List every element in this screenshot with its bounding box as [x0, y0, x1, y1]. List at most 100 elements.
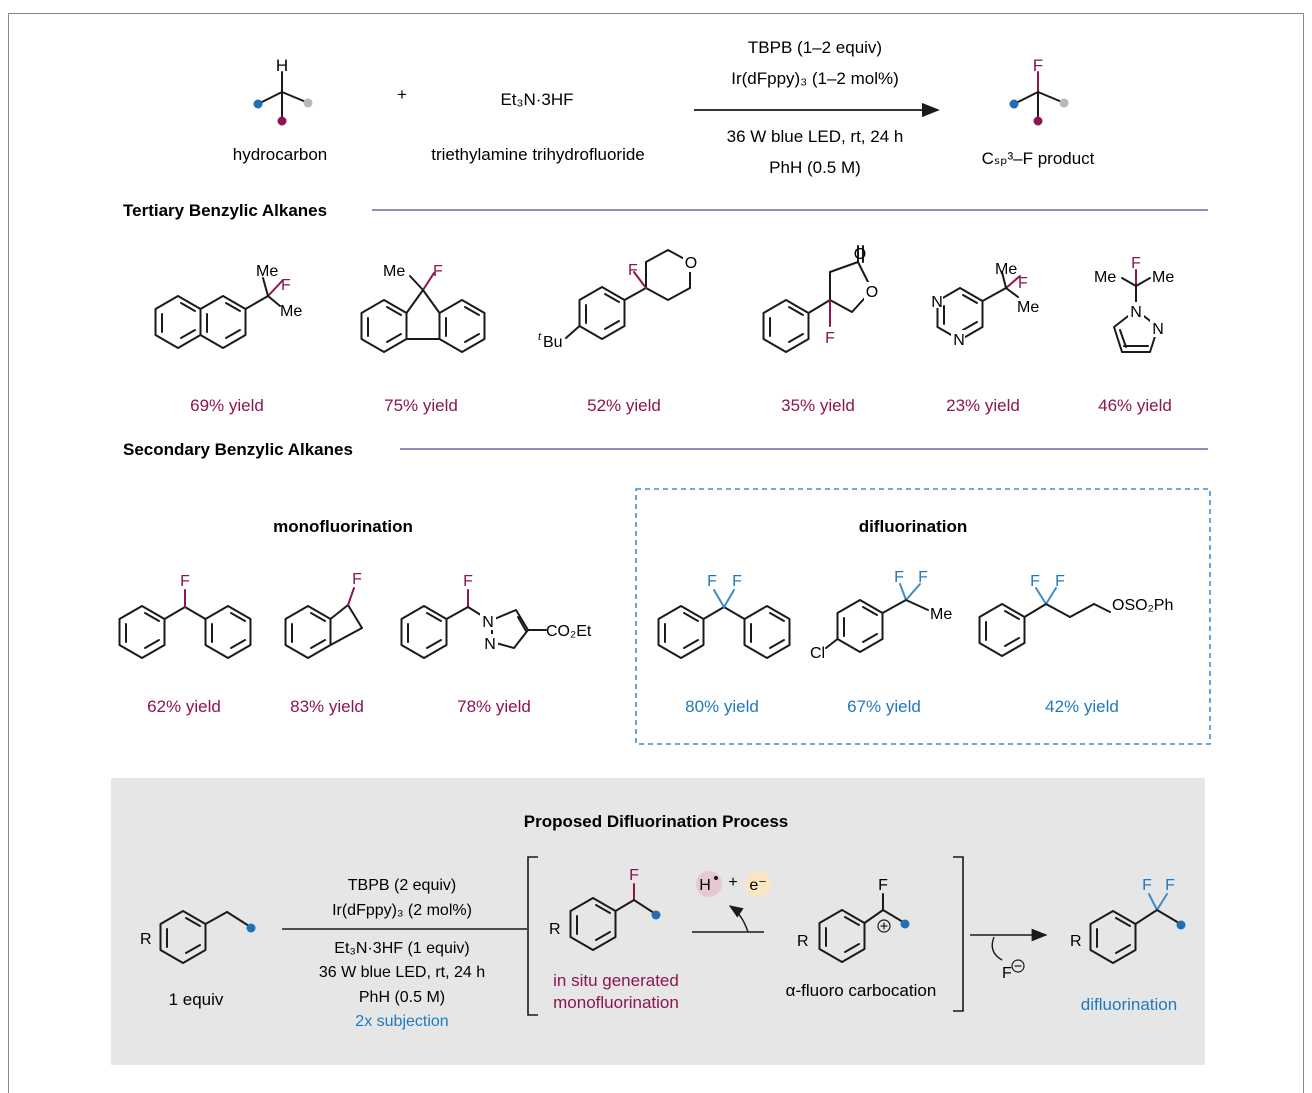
final-label: difluorination	[1081, 995, 1177, 1014]
monofluorinated-intermediate: F R	[549, 867, 661, 951]
fluorine-label: F	[629, 867, 639, 884]
indane-structure: F	[284, 571, 363, 659]
process-title: Proposed Difluorination Process	[524, 812, 789, 831]
process-condition: Et₃N·3HF (1 equiv)	[334, 940, 469, 957]
tert-prefix: t	[538, 331, 542, 343]
yield-label: 23% yield	[946, 396, 1020, 415]
methyl-label: Me	[256, 263, 278, 280]
naphthalene-structure: Me F Me	[154, 263, 302, 349]
hydrocarbon-structure: H	[253, 56, 313, 126]
difluorinated-product-structure: F F R	[1070, 877, 1186, 964]
blue-substituent-dot	[651, 910, 661, 920]
difluorination-heading: difluorination	[859, 517, 968, 536]
process-condition: PhH (0.5 M)	[359, 989, 445, 1006]
fluorine-label: F	[352, 571, 362, 588]
fluorine-label: F	[281, 277, 291, 294]
fluorine-label: F	[894, 569, 904, 586]
hydrogen-radical: H	[699, 877, 711, 894]
yield-label: 83% yield	[290, 697, 364, 716]
intermediate-label: in situ generated	[553, 971, 679, 990]
gray-substituent-dot	[1059, 98, 1069, 108]
r-group-label: R	[797, 933, 809, 950]
tetrahydropyran-structure: O F t Bu	[538, 249, 699, 351]
condition-light: 36 W blue LED, rt, 24 h	[727, 127, 904, 146]
nitrogen-label: N	[953, 332, 965, 349]
r-group-label: R	[549, 921, 561, 938]
pyrazole-structure: N N F Me Me	[1094, 255, 1174, 353]
blue-substituent-dot	[253, 99, 263, 109]
fluoride-curve	[991, 936, 1003, 961]
fluorine-label: F	[433, 263, 443, 280]
product-fluorine: F	[1033, 56, 1043, 75]
difluorination-box	[635, 488, 1211, 745]
fluorine-label: F	[1055, 573, 1065, 590]
ester-label: CO₂Et	[546, 623, 592, 640]
methyl-label: Me	[1017, 299, 1039, 316]
fluoro-carbocation-structure: F R	[797, 877, 910, 963]
blue-substituent-dot	[1009, 99, 1019, 109]
methyl-label: Me	[1152, 269, 1174, 286]
plus-sign: +	[397, 85, 407, 104]
fluorine-label: F	[463, 573, 473, 590]
methyl-label: Me	[280, 303, 302, 320]
left-bracket	[527, 856, 538, 1016]
oxygen-label: O	[866, 284, 878, 301]
condition-tbpb: TBPB (1–2 equiv)	[748, 38, 882, 57]
gray-substituent-dot	[303, 98, 313, 108]
fluorine-label: F	[1018, 275, 1028, 292]
magenta-substituent-dot	[1033, 116, 1043, 126]
monofluorination-heading: monofluorination	[273, 517, 413, 536]
yield-label: 46% yield	[1098, 396, 1172, 415]
tertiary-heading: Tertiary Benzylic Alkanes	[123, 201, 327, 220]
blue-substituent-dot	[900, 919, 910, 929]
plus-sign: +	[728, 874, 737, 891]
fluoride-label: F	[1002, 965, 1012, 982]
methyl-label: Me	[995, 261, 1017, 278]
starting-material-structure: R	[140, 910, 256, 964]
chlorine-label: Cl	[810, 645, 825, 662]
fluorine-label: F	[1030, 573, 1040, 590]
methyl-label: Me	[1094, 269, 1116, 286]
yield-label: 69% yield	[190, 396, 264, 415]
tert-butyl-label: Bu	[543, 334, 563, 351]
subjection-note: 2x subjection	[355, 1013, 448, 1030]
yield-label: 52% yield	[587, 396, 661, 415]
secondary-heading: Secondary Benzylic Alkanes	[123, 440, 353, 459]
negative-charge-icon	[1011, 959, 1025, 973]
nitrogen-label: N	[482, 614, 494, 631]
fluorine-label: F	[1165, 877, 1175, 894]
intermediate-label: monofluorination	[553, 993, 679, 1012]
product-label: Cₛₚ³–F product	[982, 149, 1095, 168]
product-structure: F	[1009, 56, 1069, 126]
lactone-structure: O O F	[762, 245, 880, 353]
electron-label: e⁻	[749, 877, 766, 894]
loss-curve-arrow	[728, 905, 749, 933]
difluorodiphenylmethane-structure: F F	[657, 573, 791, 659]
chlorophenyl-difluoroethane-structure: F F Me Cl	[810, 569, 952, 662]
hydrocarbon-label: hydrocarbon	[233, 145, 328, 164]
methyl-label: Me	[930, 606, 952, 623]
figure-frame	[8, 13, 1304, 1093]
carbocation-label: α-fluoro carbocation	[786, 981, 937, 1000]
difluoro-sulfonate-structure: F F OSO₂Ph	[978, 573, 1173, 657]
hydrogen-atom: H	[276, 56, 288, 75]
yield-label: 67% yield	[847, 697, 921, 716]
condition-solvent: PhH (0.5 M)	[769, 158, 861, 177]
positive-charge-icon	[877, 919, 891, 933]
nitrogen-label: N	[931, 294, 943, 311]
start-label: 1 equiv	[169, 990, 224, 1009]
yield-label: 35% yield	[781, 396, 855, 415]
fluorine-label: F	[628, 262, 638, 279]
nitrogen-label: N	[1152, 321, 1164, 338]
fluorine-label: F	[180, 573, 190, 590]
process-panel	[111, 778, 1205, 1065]
diphenylmethane-structure: F	[118, 573, 252, 659]
yield-label: 75% yield	[384, 396, 458, 415]
sulfonate-label: OSO₂Ph	[1112, 597, 1173, 614]
radical-dot	[714, 876, 718, 880]
oxygen-label: O	[685, 255, 697, 272]
fluorine-label: F	[707, 573, 717, 590]
fluorine-label: F	[732, 573, 742, 590]
process-condition: 36 W blue LED, rt, 24 h	[319, 964, 485, 981]
reagent-label: triethylamine trihydrofluoride	[431, 145, 645, 164]
